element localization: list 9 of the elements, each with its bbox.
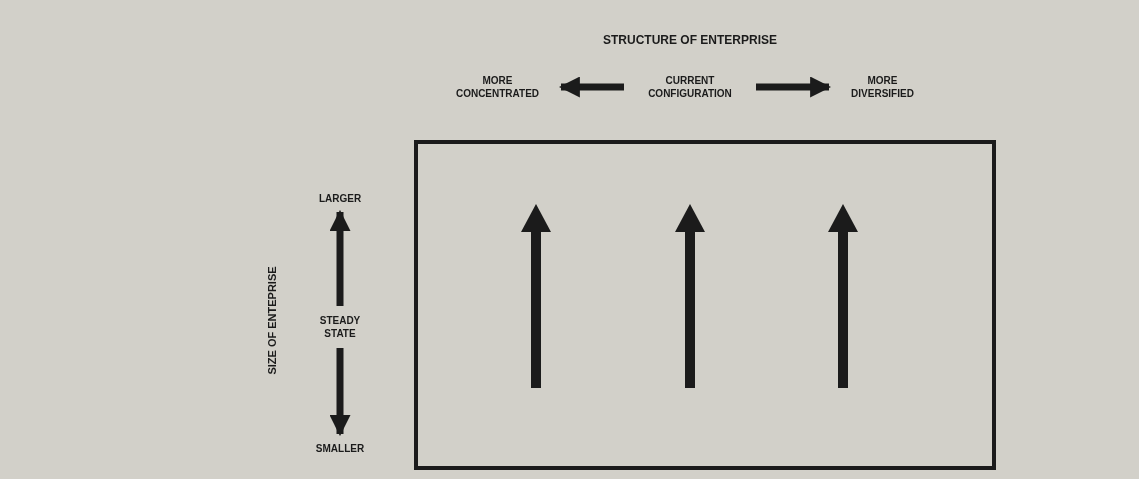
frame-box — [414, 140, 996, 470]
diagram-title: STRUCTURE OF ENTERPRISE — [602, 34, 778, 47]
text-label: SMALLER — [305, 440, 375, 456]
axis-label: SIZE OF ENTEPRISE — [265, 265, 279, 377]
text-label: CURRENT CONFIGURATION — [630, 72, 750, 102]
text-label: MORE CONCENTRATED — [440, 72, 555, 102]
text-label: LARGER — [310, 190, 370, 206]
text-label: MORE DIVERSIFIED — [835, 72, 930, 102]
text-label: STEADY STATE — [305, 312, 375, 342]
